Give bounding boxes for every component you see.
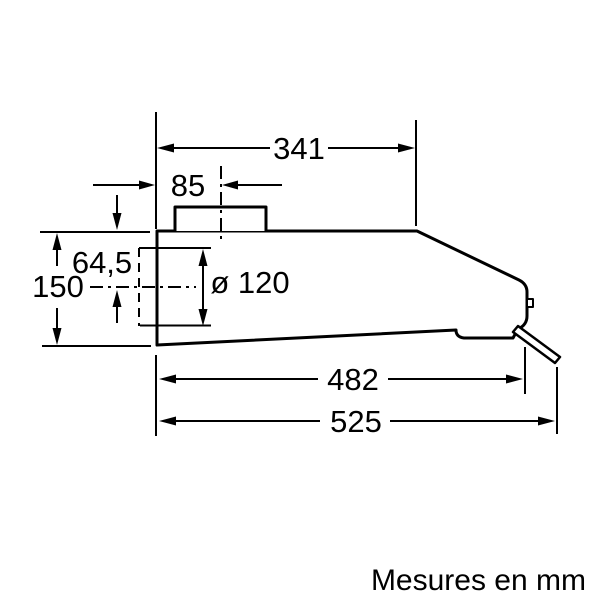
- arrowhead-up: [52, 233, 62, 250]
- arrowhead-left: [159, 416, 176, 426]
- hood-body-outline: [155, 229, 529, 347]
- dim-label-diameter-120: ø 120: [210, 265, 289, 300]
- arrowhead-left: [157, 143, 174, 153]
- units-caption: Mesures en mm: [371, 564, 586, 597]
- arrowhead-right: [506, 374, 523, 384]
- dim-label-150: 150: [32, 269, 84, 304]
- arrowhead-left: [222, 180, 238, 190]
- arrowhead-right: [398, 143, 415, 153]
- arrowhead-down: [112, 213, 122, 230]
- front-tab: [526, 298, 534, 308]
- arrowhead-up: [112, 290, 122, 307]
- reference-lines-group: [90, 166, 222, 327]
- arrowhead-down: [52, 328, 62, 345]
- arrowhead-down: [198, 309, 208, 326]
- arrowhead-left: [159, 374, 176, 384]
- dim-label-482: 482: [327, 362, 379, 397]
- dim-top-width-341: 341: [155, 112, 417, 229]
- cooker-hood-outline-group: [155, 205, 562, 365]
- dim-label-85: 85: [171, 168, 205, 203]
- arrowhead-right: [538, 416, 555, 426]
- dim-outlet-centre-64-5: 64,5: [72, 195, 132, 323]
- dim-label-64-5: 64,5: [72, 245, 132, 280]
- dim-duct-offset-85: 85: [93, 168, 282, 203]
- dim-label-341: 341: [273, 131, 325, 166]
- arrowhead-up: [198, 249, 208, 266]
- dim-outlet-diameter-120: ø 120: [198, 249, 290, 326]
- dim-body-depth-482: 482: [155, 347, 526, 436]
- arrowhead-right: [139, 180, 155, 190]
- dim-body-height-150: 150: [32, 231, 151, 347]
- dim-total-depth-525: 525: [159, 367, 558, 439]
- pull-handle: [511, 324, 562, 365]
- dim-label-525: 525: [330, 404, 382, 439]
